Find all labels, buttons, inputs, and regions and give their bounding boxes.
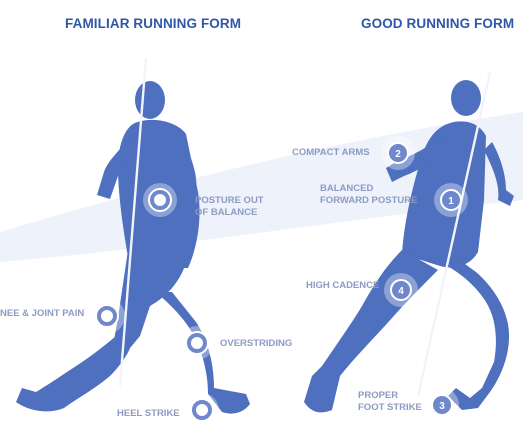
posture-label-line-1: POSTURE OUT: [195, 195, 264, 206]
marker-number-1: 1: [448, 196, 454, 207]
right-title: GOOD RUNNING FORM: [361, 16, 515, 31]
heel-marker: [185, 393, 219, 427]
foot-label-line-1: PROPER: [358, 390, 399, 401]
left-title: FAMILIAR RUNNING FORM: [65, 16, 242, 31]
balanced-label-line-2: FORWARD POSTURE: [320, 195, 418, 206]
posture-marker: [143, 183, 177, 217]
foot-label: PROPER FOOT STRIKE: [358, 390, 422, 414]
cadence-label: HIGH CADENCE: [306, 280, 380, 291]
heel-label: HEEL STRIKE: [117, 408, 180, 419]
posture-label: POSTURE OUT OF BALANCE: [195, 195, 264, 219]
marker-number-3: 3: [439, 401, 445, 412]
overstriding-marker: [180, 326, 214, 360]
marker-cadence: 4: [384, 273, 418, 307]
balanced-label-line-1: BALANCED: [320, 183, 374, 194]
knee-marker: [89, 298, 125, 334]
marker-arms: 2: [381, 136, 415, 170]
right-posture-line: [416, 71, 492, 397]
marker-number-2: 2: [395, 149, 401, 160]
arms-label: COMPACT ARMS: [292, 147, 370, 158]
overstriding-label: OVERSTRIDING: [220, 338, 293, 349]
posture-label-line-2: OF BALANCE: [195, 207, 258, 218]
marker-number-4: 4: [398, 286, 404, 297]
balanced-label: BALANCED FORWARD POSTURE: [320, 183, 417, 207]
marker-foot: 3: [425, 388, 459, 422]
marker-balanced: 1: [434, 183, 468, 217]
knee-label: NEE & JOINT PAIN: [0, 308, 85, 319]
foot-label-line-2: FOOT STRIKE: [358, 402, 422, 413]
left-posture-line: [118, 57, 148, 387]
